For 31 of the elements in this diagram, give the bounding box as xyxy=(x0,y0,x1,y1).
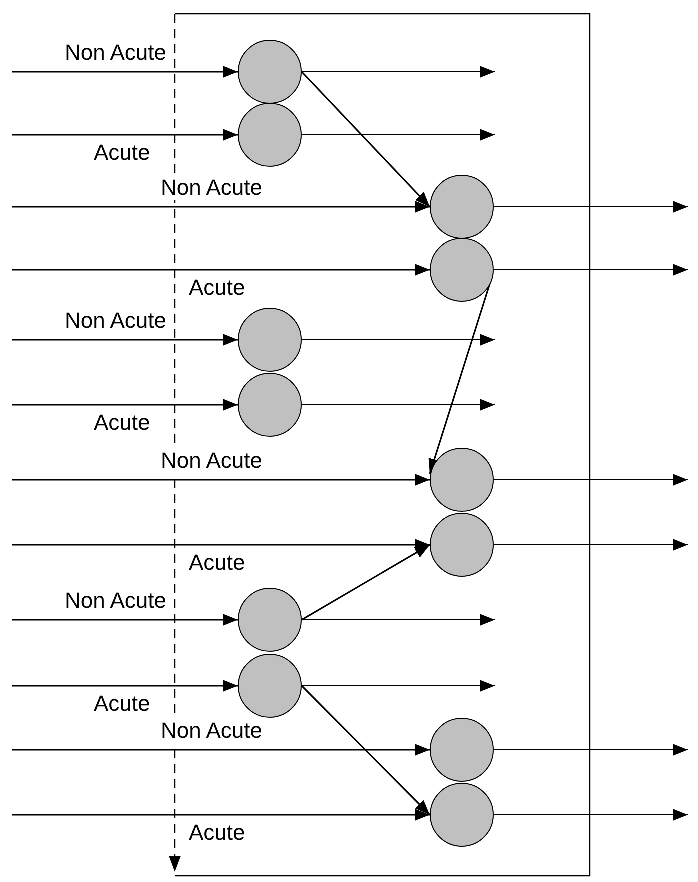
arrow xyxy=(12,744,430,756)
arrow xyxy=(302,614,496,626)
arrow xyxy=(494,264,688,276)
arrow xyxy=(302,680,496,692)
arrow xyxy=(302,334,496,346)
arrow xyxy=(428,284,491,474)
arrow xyxy=(494,809,688,821)
arrow xyxy=(302,66,496,78)
arrow xyxy=(12,334,238,346)
arrow xyxy=(302,129,496,141)
arrow xyxy=(494,539,688,551)
arrow xyxy=(494,201,688,213)
arrow xyxy=(12,201,430,213)
arrow xyxy=(302,544,430,621)
arrow xyxy=(12,539,430,551)
arrow xyxy=(12,264,430,276)
arrow xyxy=(12,399,238,411)
arrow xyxy=(301,685,431,816)
edge-label: Non Acute xyxy=(160,719,264,743)
arrow xyxy=(12,809,430,821)
edge-label: Non Acute xyxy=(160,449,264,473)
arrow xyxy=(12,129,238,141)
arrow xyxy=(12,474,430,486)
arrow xyxy=(494,474,688,486)
arrow xyxy=(12,614,238,626)
arrow xyxy=(494,744,688,756)
arrow xyxy=(302,399,496,411)
edge-label: Non Acute xyxy=(160,176,264,200)
arrow xyxy=(12,680,238,692)
arrow xyxy=(301,71,431,208)
arrow xyxy=(12,66,238,78)
